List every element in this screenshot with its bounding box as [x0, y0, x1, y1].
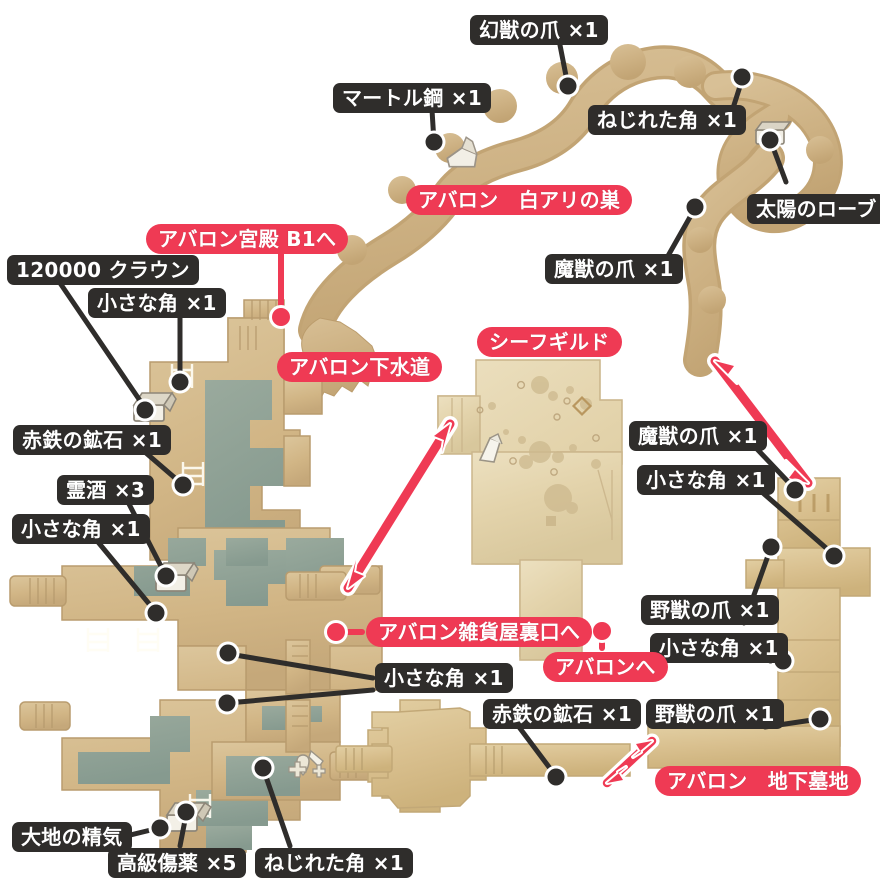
label-text: 赤鉄の鉱石 ×1	[492, 702, 633, 726]
item-label-red-iron-ore-1[interactable]: 赤鉄の鉱石 ×1	[13, 425, 172, 455]
label-text: ねじれた角 ×1	[264, 851, 405, 875]
label-text: 小さな角 ×1	[21, 517, 141, 541]
item-label-yajyu-claw-1[interactable]: 野獣の爪 ×1	[641, 595, 779, 625]
item-label-twisted-horn-2[interactable]: ねじれた角 ×1	[255, 848, 414, 878]
marker-node-small-horn-3[interactable]	[825, 547, 843, 565]
marker-node-sun-robe[interactable]	[761, 131, 779, 149]
label-text: 小さな角 ×1	[646, 468, 766, 492]
marker-node-twisted-horn-2[interactable]	[254, 759, 272, 777]
label-text: 赤鉄の鉱石 ×1	[22, 428, 163, 452]
item-label-red-iron-ore-2[interactable]: 赤鉄の鉱石 ×1	[483, 699, 642, 729]
shop-backdoor-node[interactable]	[327, 623, 345, 641]
item-label-reishu-x3[interactable]: 霊酒 ×3	[57, 475, 155, 505]
label-text: 120000 クラウン	[16, 258, 190, 282]
label-text: シーフギルド	[489, 330, 610, 354]
guild-flag-icon	[478, 433, 503, 463]
area-label-palace-b1[interactable]: アバロン宮殿 B1へ	[146, 224, 349, 254]
leader-line	[226, 651, 376, 681]
label-text: 大地の精気	[21, 825, 123, 849]
item-label-small-horn-2[interactable]: 小さな角 ×1	[12, 514, 150, 544]
marker-node-majyu-claw-2[interactable]	[786, 481, 804, 499]
label-text: 小さな角 ×1	[384, 666, 504, 690]
item-label-myrtle-steel[interactable]: マートル鋼 ×1	[333, 83, 492, 113]
item-label-crown-120000[interactable]: 120000 クラウン	[7, 255, 199, 285]
marker-node-twisted-horn-1[interactable]	[733, 68, 751, 86]
item-label-sun-robe[interactable]: 太陽のローブ	[747, 194, 880, 224]
marker-node-majyu-claw-1[interactable]	[686, 198, 704, 216]
label-text: 高級傷薬 ×5	[117, 851, 237, 875]
item-label-small-horn-5[interactable]: 小さな角 ×1	[375, 663, 513, 693]
item-label-high-potion[interactable]: 高級傷薬 ×5	[108, 848, 246, 878]
label-text: 野獣の爪 ×1	[655, 702, 775, 726]
marker-node-yajyu-claw-1[interactable]	[762, 538, 780, 556]
marker-node-small-horn-6[interactable]	[218, 694, 236, 712]
leader-line	[225, 687, 376, 706]
label-text: 霊酒 ×3	[66, 478, 146, 502]
label-text: 小さな角 ×1	[97, 291, 217, 315]
label-text: アバロン宮殿 B1へ	[158, 227, 337, 251]
marker-node-red-iron-ore-1[interactable]	[174, 476, 192, 494]
marker-node-small-horn-1[interactable]	[171, 373, 189, 391]
label-text: ねじれた角 ×1	[597, 108, 738, 132]
leader-line	[516, 724, 558, 778]
label-text: マートル鋼 ×1	[342, 86, 483, 110]
label-text: アバロン雑貨屋裏口へ	[378, 620, 581, 644]
marker-node-small-horn-2[interactable]	[147, 604, 165, 622]
leader-line	[261, 768, 293, 849]
sewer-to-guild-arrow	[340, 416, 458, 596]
sewer-to-catacomb-arrow	[599, 733, 660, 791]
item-label-earth-spirit[interactable]: 大地の精気	[12, 822, 132, 852]
label-text: 魔獣の爪 ×1	[554, 257, 674, 281]
area-label-shop-backdoor[interactable]: アバロン雑貨屋裏口へ	[366, 617, 593, 647]
label-text: 野獣の爪 ×1	[650, 598, 770, 622]
palace-b1-node[interactable]	[272, 308, 290, 326]
marker-node-small-horn-5[interactable]	[219, 644, 237, 662]
leader-line	[95, 539, 158, 614]
item-label-twisted-horn-1[interactable]: ねじれた角 ×1	[588, 105, 747, 135]
marker-node-high-potion[interactable]	[177, 803, 195, 821]
area-label-catacombs[interactable]: アバロン 地下墓地	[655, 766, 861, 796]
label-text: アバロン下水道	[289, 355, 431, 379]
label-text: 幻獣の爪 ×1	[479, 18, 599, 42]
marker-node-reishu-x3[interactable]	[157, 567, 175, 585]
item-label-yajyu-claw-2[interactable]: 野獣の爪 ×1	[646, 699, 784, 729]
thief-guild-map	[437, 359, 623, 661]
label-text: 魔獣の爪 ×1	[638, 424, 758, 448]
heart-shrine-icon	[288, 749, 326, 778]
area-label-to-avalon[interactable]: アバロンへ	[543, 652, 668, 682]
label-text: アバロン 地下墓地	[667, 769, 849, 793]
red-nodes-group	[269, 240, 614, 651]
label-text: アバロン 白アリの巣	[418, 188, 621, 212]
marker-node-yajyu-claw-2[interactable]	[811, 710, 829, 728]
item-label-majyu-claw-1[interactable]: 魔獣の爪 ×1	[545, 254, 683, 284]
item-label-genjyu-claw[interactable]: 幻獣の爪 ×1	[470, 15, 608, 45]
label-text: 小さな角 ×1	[659, 636, 779, 660]
marker-node-crown-120000[interactable]	[136, 401, 154, 419]
marker-node-myrtle-steel[interactable]	[425, 133, 443, 151]
label-text: 太陽のローブ	[756, 197, 877, 221]
marker-node-earth-spirit[interactable]	[151, 819, 169, 837]
item-label-small-horn-4[interactable]: 小さな角 ×1	[650, 633, 788, 663]
label-text: アバロンへ	[555, 655, 656, 679]
item-label-small-horn-3[interactable]: 小さな角 ×1	[637, 465, 775, 495]
area-label-sewer[interactable]: アバロン下水道	[277, 352, 443, 382]
leader-line	[57, 280, 148, 411]
leader-line	[760, 490, 836, 557]
item-label-small-horn-1[interactable]: 小さな角 ×1	[88, 288, 226, 318]
area-label-termite-nest[interactable]: アバロン 白アリの巣	[406, 185, 633, 215]
marker-node-red-iron-ore-2[interactable]	[547, 768, 565, 786]
area-label-thief-guild[interactable]: シーフギルド	[477, 327, 622, 357]
marker-node-genjyu-claw[interactable]	[559, 77, 577, 95]
item-label-majyu-claw-2[interactable]: 魔獣の爪 ×1	[629, 421, 767, 451]
cave-corridor	[291, 44, 843, 405]
to-avalon-node[interactable]	[593, 622, 611, 640]
chest-termite-nest	[446, 136, 478, 168]
leader-lines-group	[57, 37, 846, 849]
